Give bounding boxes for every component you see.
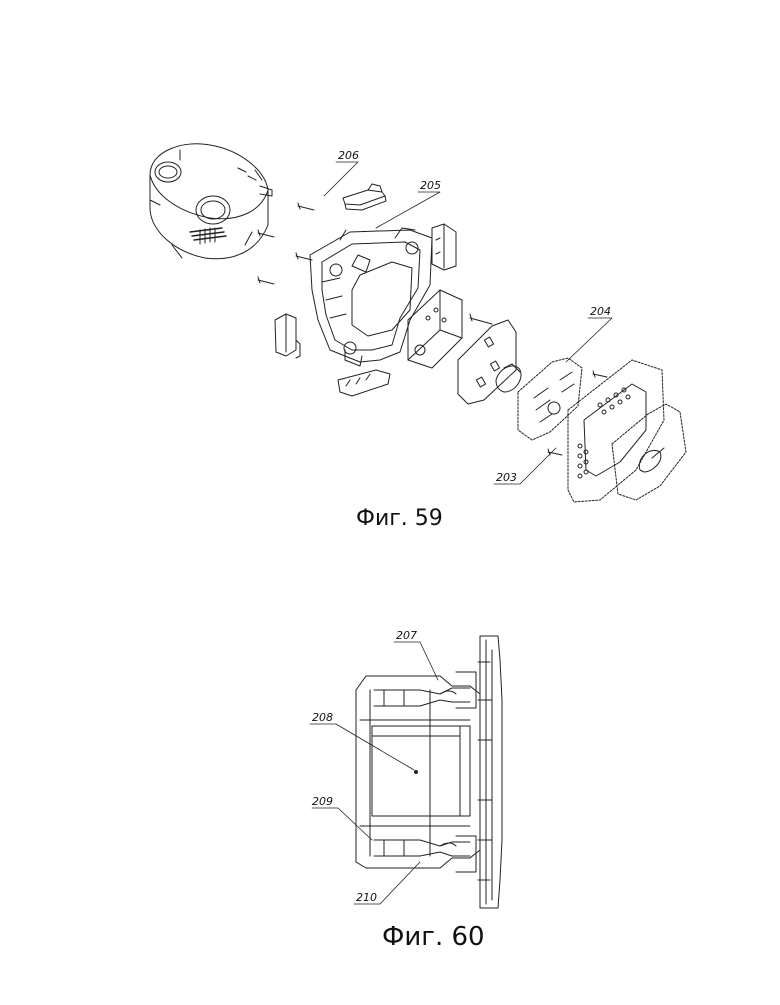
figure-60-caption: Фиг. 60 — [382, 922, 485, 952]
mounting-plate — [478, 636, 502, 908]
lower-latch — [374, 836, 476, 872]
leader-lines-fig60 — [310, 642, 438, 904]
label-208: 208 — [312, 712, 333, 724]
center-point — [415, 771, 418, 774]
label-207: 207 — [396, 630, 417, 642]
upper-latch — [374, 672, 476, 708]
label-210: 210 — [356, 892, 377, 904]
label-209: 209 — [312, 796, 333, 808]
